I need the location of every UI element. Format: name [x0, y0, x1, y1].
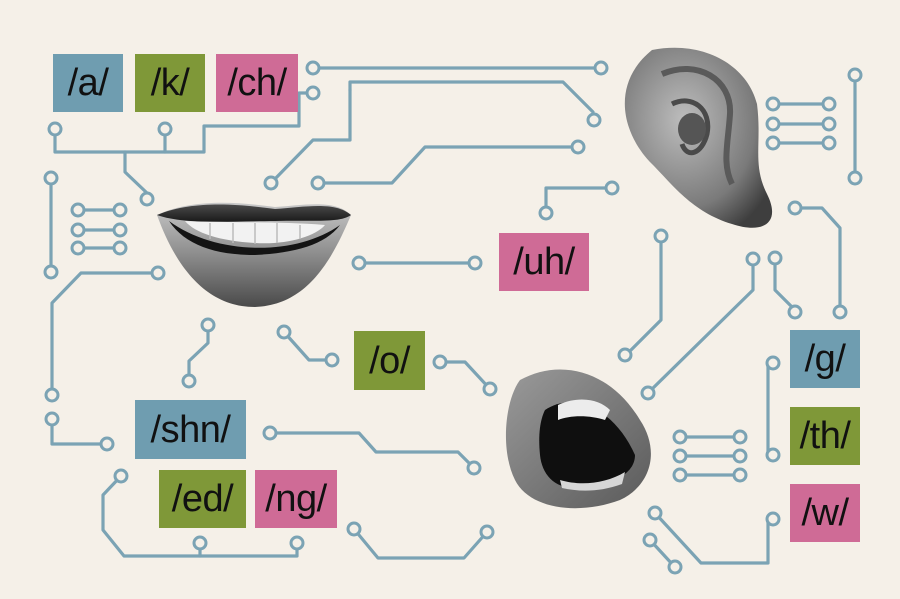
phoneme-tag-w: /w/ [790, 484, 860, 542]
phoneme-tag-th: /th/ [790, 407, 860, 465]
phoneme-tag-g: /g/ [790, 330, 860, 388]
node-circles [43, 60, 863, 575]
phoneme-tag-k: /k/ [135, 54, 205, 112]
phoneme-tag-ch: /ch/ [216, 54, 298, 112]
phoneme-tag-a: /a/ [53, 54, 123, 112]
phoneme-tag-shn: /shn/ [135, 400, 246, 459]
phoneme-tag-ng: /ng/ [255, 470, 337, 528]
ear-image [624, 47, 773, 228]
phoneme-tag-o: /o/ [354, 331, 425, 390]
phoneme-tag-ed: /ed/ [159, 470, 246, 528]
open-mouth-image [505, 369, 651, 509]
phoneme-tag-uh: /uh/ [499, 233, 589, 291]
smiling-mouth-image [157, 202, 351, 307]
